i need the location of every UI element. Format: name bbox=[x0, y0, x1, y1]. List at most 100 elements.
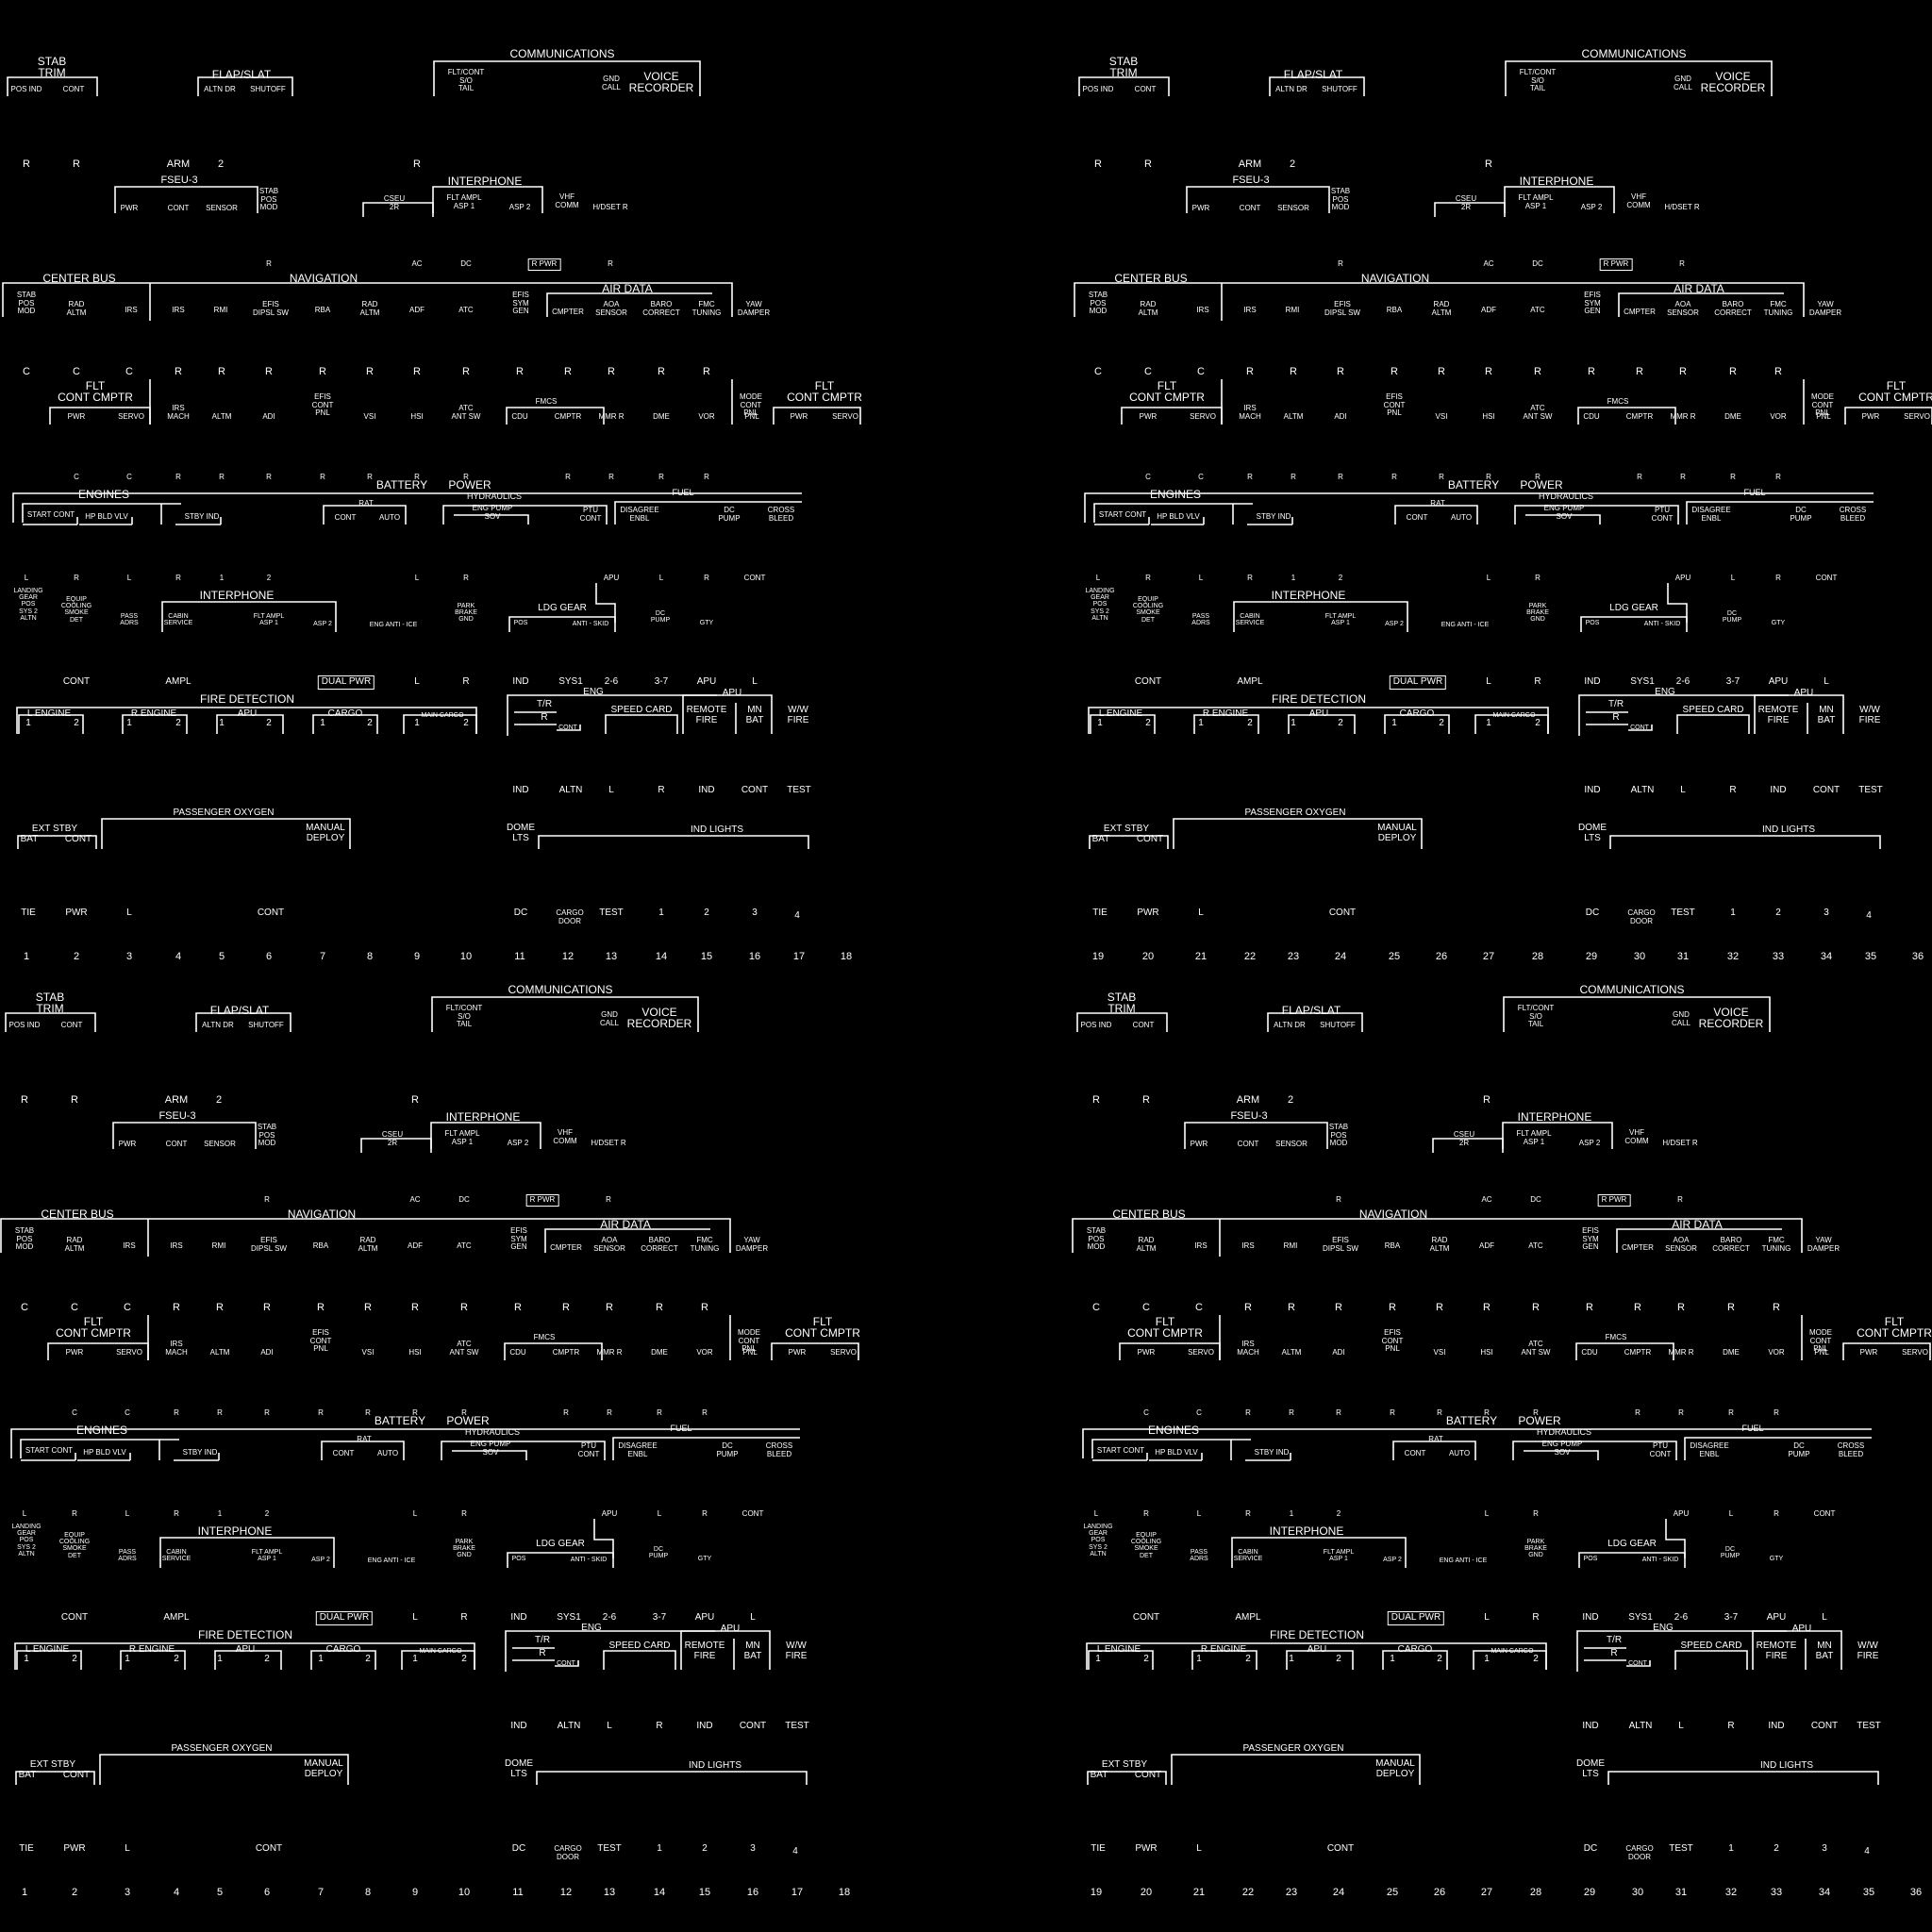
panel-label: R bbox=[413, 158, 421, 171]
bracket-line bbox=[101, 818, 351, 849]
panel-label: R bbox=[564, 366, 572, 378]
panel-label: DC PUMP bbox=[1720, 1545, 1740, 1560]
panel-label: L bbox=[1486, 676, 1491, 687]
panel-label: PTU CONT bbox=[1649, 1441, 1672, 1458]
panel-label: AIR DATA bbox=[1672, 1217, 1723, 1231]
panel-label: R bbox=[658, 473, 664, 482]
column-number: 36 bbox=[1911, 951, 1924, 962]
bracket-line bbox=[1089, 835, 1169, 849]
panel-label: FLT AMPL ASP 1 bbox=[251, 1548, 283, 1563]
panel-label: R bbox=[460, 1302, 468, 1314]
panel-label: CONT bbox=[167, 204, 190, 213]
panel-label: IRS bbox=[172, 306, 185, 315]
panel-label: SPEED CARD bbox=[1682, 705, 1744, 715]
bracket-line bbox=[1072, 1218, 1803, 1253]
panel-label: STAB POS MOD bbox=[257, 1123, 277, 1147]
panel-label: R bbox=[1246, 366, 1254, 378]
panel-label: APU bbox=[1307, 1644, 1327, 1655]
panel-label: RAT bbox=[357, 1435, 372, 1444]
panel-label: PARK BRAKE GND bbox=[1526, 602, 1549, 624]
panel-label: SYS1 bbox=[1630, 676, 1655, 687]
panel-label: R bbox=[1727, 1721, 1735, 1731]
panel-label: GTY bbox=[697, 1555, 712, 1562]
panel-label: FLAP/SLAT bbox=[1281, 1003, 1341, 1017]
panel-label: IRS bbox=[123, 1241, 136, 1251]
panel-label: APU bbox=[1793, 688, 1814, 698]
bracket-line bbox=[1084, 492, 1874, 523]
panel-label: L bbox=[126, 908, 132, 918]
panel-label: L bbox=[1680, 785, 1686, 795]
panel-label: 3 bbox=[1822, 1843, 1827, 1854]
bracket-line bbox=[773, 407, 861, 425]
panel-label: T/R bbox=[1606, 1635, 1623, 1645]
panel-label: 2 bbox=[217, 158, 225, 171]
panel-label: C bbox=[124, 1302, 131, 1314]
panel-label: CARGO bbox=[327, 708, 363, 719]
panel-label: R bbox=[658, 366, 665, 378]
bracket-line bbox=[1286, 1650, 1354, 1670]
panel-label: IND bbox=[510, 1612, 527, 1623]
bracket-line bbox=[1148, 517, 1205, 525]
panel-label: R bbox=[461, 1509, 467, 1519]
column-number: 5 bbox=[218, 951, 225, 962]
panel-label: 2 bbox=[266, 574, 272, 583]
panel-label: SYS1 bbox=[557, 1612, 581, 1623]
panel-label: STAB POS MOD bbox=[258, 187, 279, 211]
panel-label: POS IND bbox=[1082, 85, 1114, 94]
bracket-line bbox=[1090, 714, 1156, 734]
column-number: 11 bbox=[514, 951, 525, 962]
panel-label: R bbox=[1774, 366, 1782, 378]
panel-label: W/W FIRE bbox=[785, 1641, 808, 1661]
panel-label: C bbox=[126, 473, 132, 482]
panel-label: DC bbox=[458, 1195, 470, 1205]
bracket-line bbox=[1186, 186, 1330, 213]
panel-label: IND bbox=[512, 676, 529, 687]
panel-label: R bbox=[411, 1094, 419, 1107]
bracket-line bbox=[1288, 714, 1356, 734]
panel-label: FMC TUNING bbox=[691, 300, 722, 317]
panel-label: HSI bbox=[410, 412, 424, 422]
bracket-line bbox=[312, 714, 378, 734]
panel-label: POWER bbox=[1518, 1413, 1561, 1427]
bracket-line bbox=[1514, 505, 1679, 525]
panel-label: START CONT bbox=[26, 510, 75, 520]
column-number: 19 bbox=[1091, 951, 1105, 962]
panel-label: L bbox=[412, 1612, 418, 1623]
column-number: 34 bbox=[1820, 951, 1833, 962]
column-number: 14 bbox=[653, 1887, 666, 1898]
panel-label: STAB POS MOD bbox=[1088, 291, 1108, 315]
panel-label: 2 bbox=[365, 1654, 371, 1664]
panel-label: CSEU 2R bbox=[381, 1130, 404, 1147]
bracket-line bbox=[1093, 503, 1253, 523]
panel-label: IRS bbox=[1243, 306, 1257, 315]
panel-label: STBY IND bbox=[1256, 512, 1291, 522]
panel-label: 1 bbox=[1289, 1509, 1294, 1519]
panel-label: R bbox=[318, 1408, 324, 1418]
panel-label: R bbox=[1337, 366, 1344, 378]
panel-label: ARM bbox=[1236, 1094, 1260, 1107]
panel-label: R bbox=[219, 473, 225, 482]
panel-label: MODE CONT PNL bbox=[738, 1328, 760, 1353]
panel-label: R ENGINE bbox=[1200, 1644, 1247, 1655]
panel-label: PWR bbox=[1859, 1348, 1878, 1357]
panel-label: 2 bbox=[463, 718, 469, 728]
panel-label: R bbox=[74, 574, 79, 583]
panel-label: 1 bbox=[1291, 718, 1296, 728]
panel-label: BATTERY bbox=[1445, 1413, 1498, 1427]
bracket-line bbox=[0, 1218, 731, 1253]
bracket-line bbox=[310, 1650, 376, 1670]
panel-label: H/DSET R bbox=[592, 203, 628, 212]
panel-label: PWR bbox=[1190, 1140, 1208, 1149]
panel-label: L ENGINE bbox=[1098, 708, 1143, 719]
column-number: 12 bbox=[559, 1887, 573, 1898]
panel-label: RAD ALTM bbox=[1429, 1236, 1450, 1253]
panel-label: CROSS BLEED bbox=[1837, 1441, 1865, 1458]
panel-label: ANTI - SKID bbox=[1641, 1556, 1679, 1563]
panel-label: INTERPHONE bbox=[1517, 1109, 1592, 1124]
panel-label: 2 bbox=[1775, 908, 1781, 918]
panel-label: HSI bbox=[1480, 1348, 1493, 1357]
bracket-line bbox=[1576, 1630, 1787, 1672]
panel-label: 1 bbox=[217, 1509, 223, 1519]
panel-label: 1 bbox=[1486, 718, 1491, 728]
